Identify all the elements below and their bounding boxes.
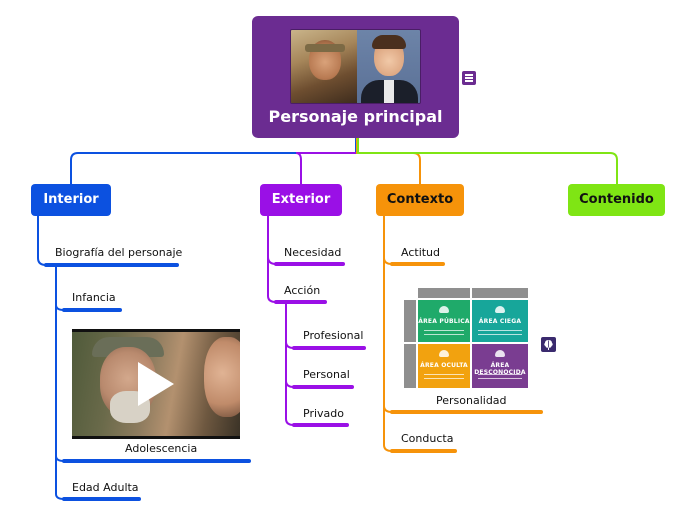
root-topic[interactable]: Personaje principal bbox=[252, 16, 459, 138]
topic-adolescencia[interactable]: Adolescencia bbox=[125, 442, 198, 455]
johari-blind-cell: ÁREA CIEGA bbox=[472, 300, 528, 342]
root-title: Personaje principal bbox=[268, 107, 443, 126]
portrait-right bbox=[357, 30, 420, 103]
topic-privado[interactable]: Privado bbox=[303, 407, 344, 420]
topic-personalidad[interactable]: Personalidad bbox=[436, 394, 507, 407]
topic-necesidad[interactable]: Necesidad bbox=[284, 246, 342, 259]
topic-personal[interactable]: Personal bbox=[303, 368, 350, 381]
topic-infancia[interactable]: Infancia bbox=[72, 291, 116, 304]
topic-biografia[interactable]: Biografía del personaje bbox=[55, 246, 183, 259]
branch-contenido[interactable]: Contenido bbox=[568, 184, 665, 216]
brain-icon[interactable] bbox=[541, 337, 556, 352]
topic-edad-adulta[interactable]: Edad Adulta bbox=[72, 481, 139, 494]
branch-interior[interactable]: Interior bbox=[31, 184, 111, 216]
play-icon[interactable] bbox=[138, 362, 174, 406]
branch-exterior[interactable]: Exterior bbox=[260, 184, 342, 216]
topic-profesional[interactable]: Profesional bbox=[303, 329, 364, 342]
portrait-photos bbox=[290, 29, 421, 104]
branch-contexto[interactable]: Contexto bbox=[376, 184, 464, 216]
topic-actitud[interactable]: Actitud bbox=[401, 246, 441, 259]
video-thumbnail[interactable] bbox=[72, 329, 240, 439]
johari-unknown-cell: ÁREA DESCONOCIDA bbox=[472, 344, 528, 388]
johari-hidden-cell: ÁREA OCULTA bbox=[418, 344, 470, 388]
johari-public-cell: ÁREA PÚBLICA bbox=[418, 300, 470, 342]
topic-conducta[interactable]: Conducta bbox=[401, 432, 454, 445]
portrait-left bbox=[291, 30, 357, 103]
johari-window-image[interactable]: ÁREA PÚBLICA ÁREA CIEGA ÁREA OCULTA ÁREA… bbox=[404, 288, 528, 388]
note-icon[interactable] bbox=[462, 71, 476, 85]
topic-accion[interactable]: Acción bbox=[284, 284, 321, 297]
